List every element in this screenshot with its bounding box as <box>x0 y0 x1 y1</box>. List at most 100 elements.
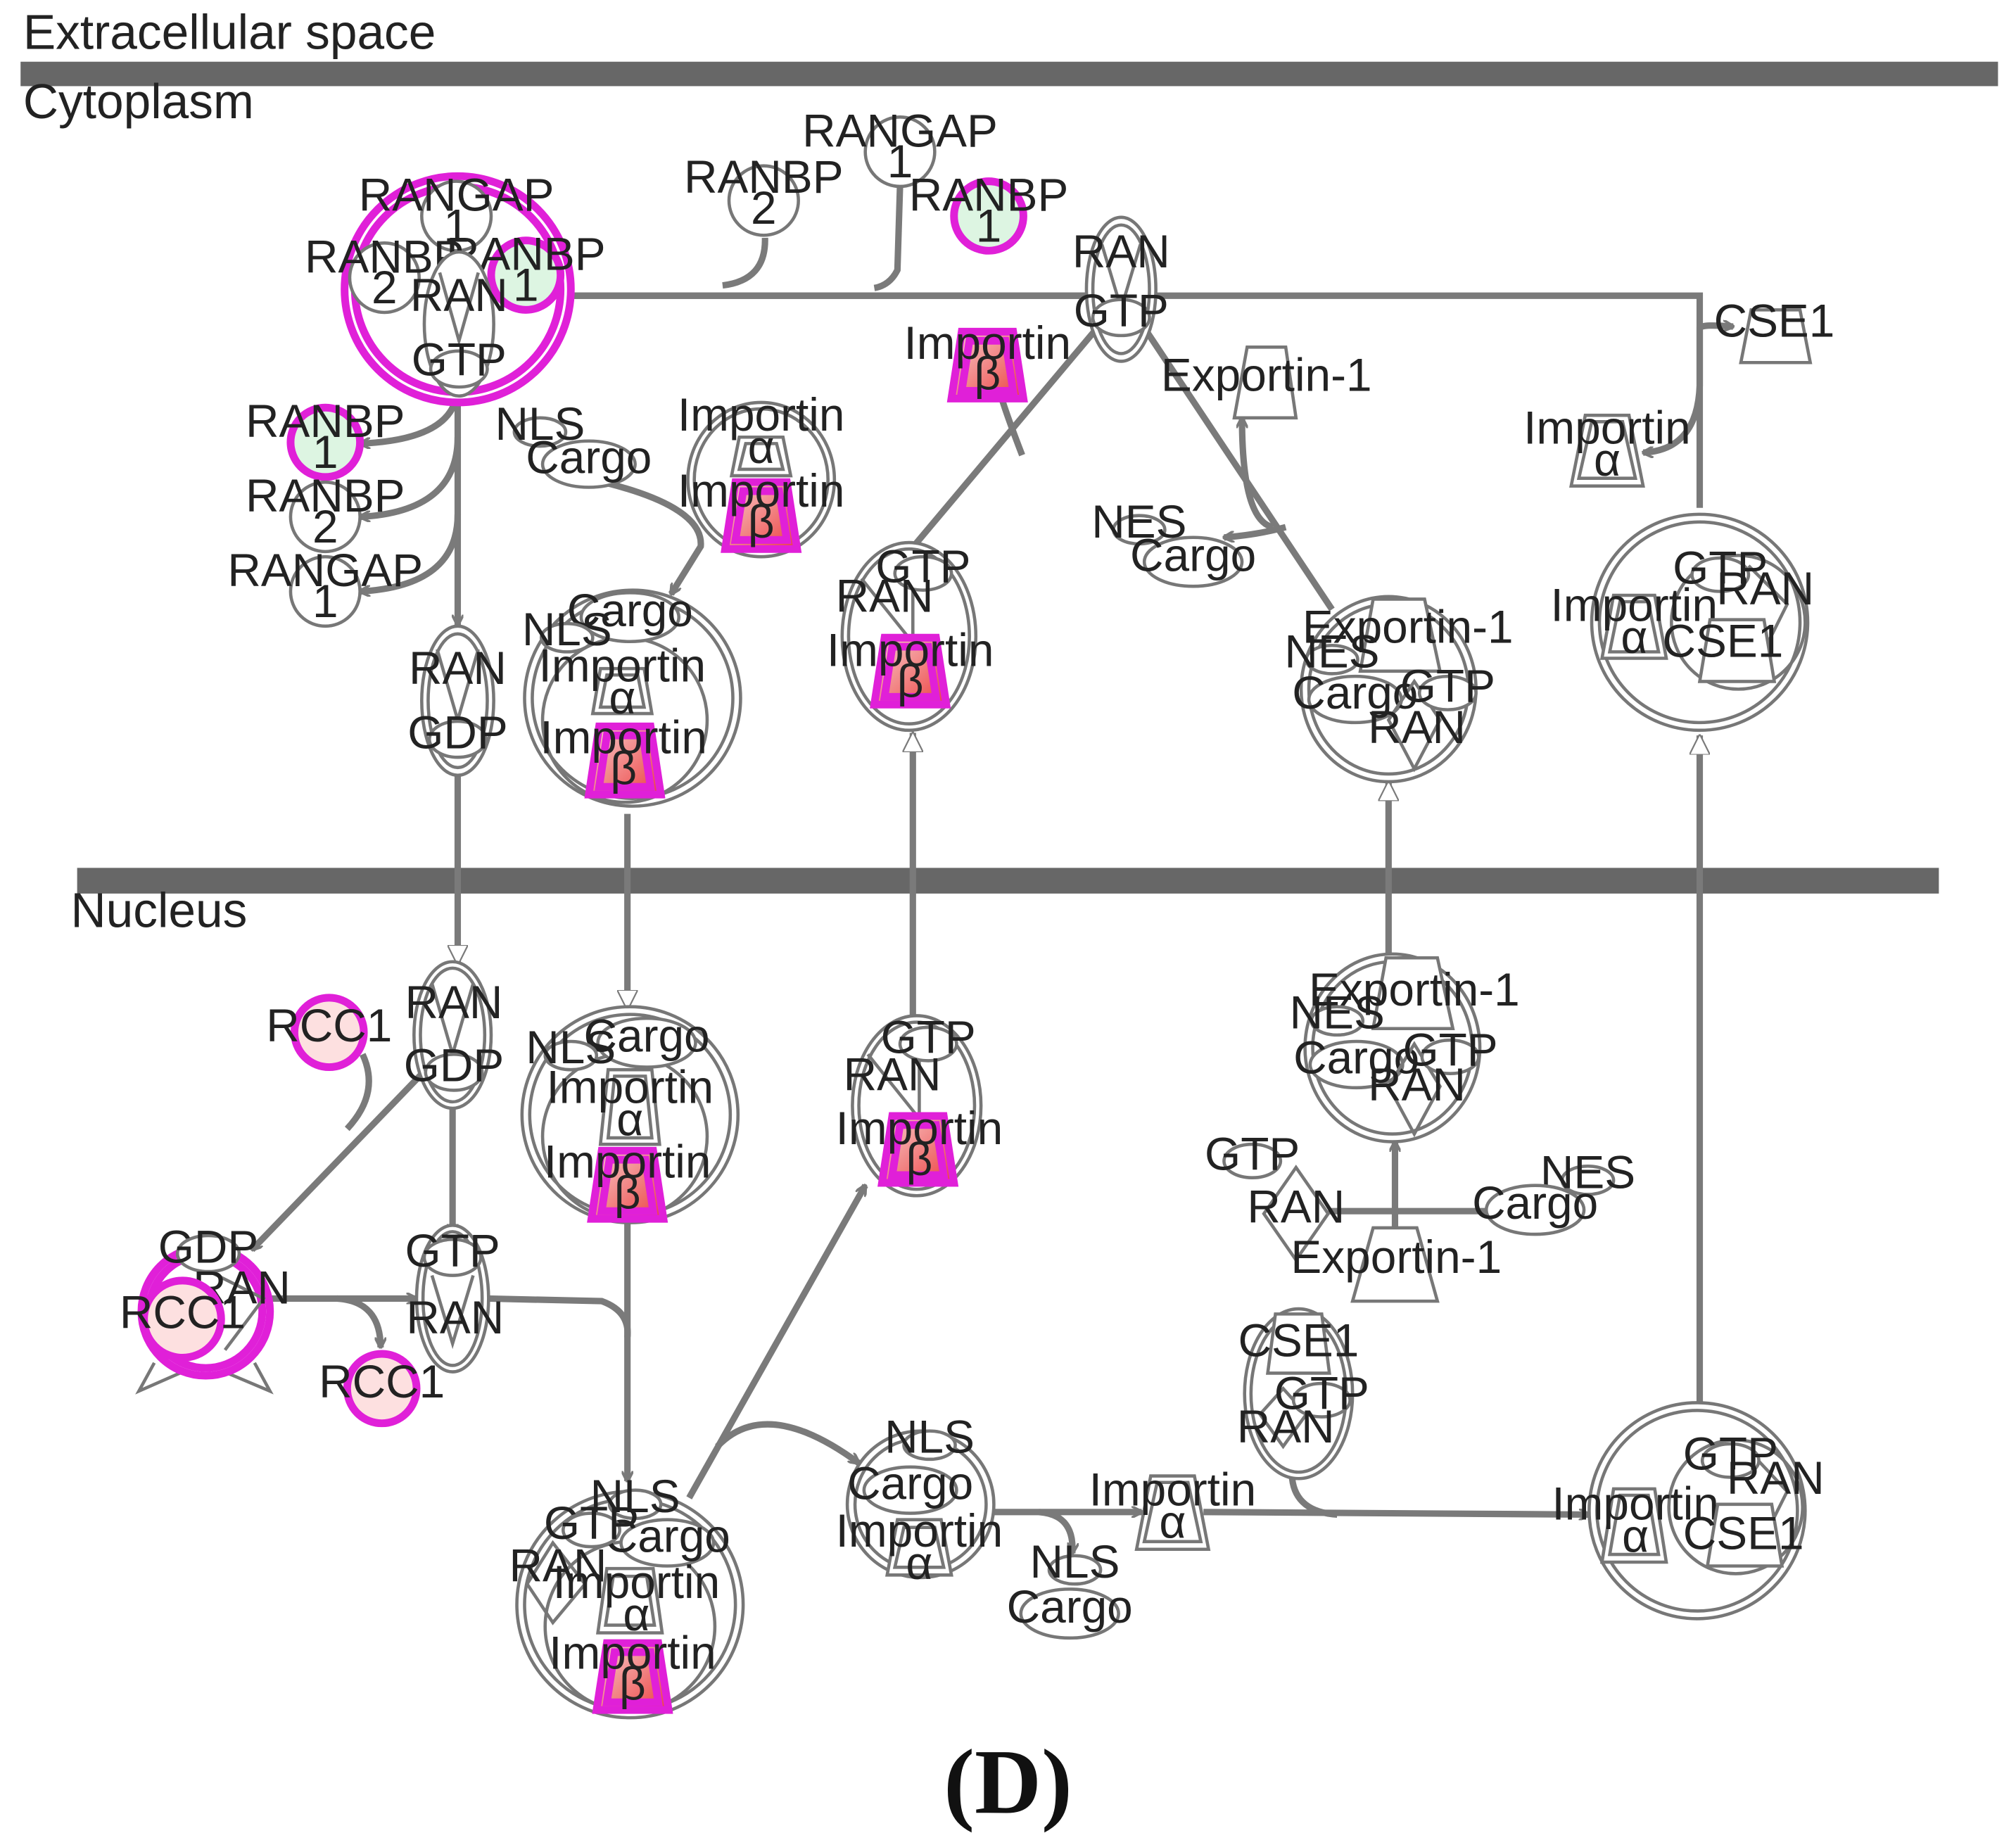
label: β <box>619 1658 646 1710</box>
label: Importin <box>1551 579 1718 631</box>
edge-importin-a-to-cse1-complex <box>1203 1512 1589 1515</box>
label: NLS <box>885 1411 975 1463</box>
ranbp1-node-left[interactable]: RANBP 1 <box>246 395 405 481</box>
label: 1 <box>976 200 1002 252</box>
rcc1-node-bottom[interactable]: RCC1 <box>319 1350 445 1428</box>
edges <box>252 186 1733 1553</box>
edge-cargo-to-import <box>585 475 704 594</box>
nuclear-membrane <box>77 868 1939 894</box>
label: NLS <box>495 398 585 450</box>
label: RAN <box>1727 1452 1825 1504</box>
label: Cargo <box>1007 1580 1133 1632</box>
label: GTP <box>1074 284 1169 336</box>
edge-ranbp2-join <box>722 237 768 289</box>
nls-cargo-node-nuc[interactable]: NLS Cargo <box>1007 1535 1133 1640</box>
ran-gtp-importin-b-complex-cyto[interactable]: GTP RAN Importin β <box>827 540 994 733</box>
importin-a-cargo-complex-nuc[interactable]: NLS Cargo Importin α <box>836 1411 1003 1589</box>
label: GTP <box>875 540 970 592</box>
label: NES <box>1290 987 1385 1039</box>
nes-cargo-node-nuc[interactable]: NES Cargo <box>1472 1146 1635 1236</box>
label: 1 <box>312 575 338 627</box>
edge-rcc1-join <box>344 1053 372 1131</box>
rangap1-node-left[interactable]: RANGAP 1 <box>227 544 423 628</box>
label: GTP <box>544 1497 639 1549</box>
label: Cargo <box>1130 528 1256 581</box>
label: 1 <box>513 259 539 311</box>
edge-cse1-ran-join <box>1288 1478 1338 1518</box>
label: RCC1 <box>266 999 392 1051</box>
label: RAN <box>1072 225 1170 277</box>
label: Cargo <box>526 431 652 483</box>
label: GTP <box>1205 1128 1300 1180</box>
ran-gtp-node-nuc[interactable]: GTP RAN <box>405 1224 505 1374</box>
ranbp2-node[interactable]: RANBP 2 <box>684 151 844 237</box>
ran-gtp-importin-cargo-complex-nuc[interactable]: NLS Cargo GTP RAN Importin α Importin β <box>509 1470 745 1720</box>
cse1-node-cyto[interactable]: CSE1 <box>1714 295 1835 364</box>
label: β <box>610 742 637 794</box>
rangap1-node[interactable]: RANGAP 1 <box>802 104 998 189</box>
label: RAN <box>844 1048 942 1100</box>
label: α <box>1594 433 1621 486</box>
ran-gtp-importin-b-complex-nuc[interactable]: GTP RAN Importin β <box>836 1010 1003 1198</box>
label: CSE1 <box>1238 1314 1359 1367</box>
label: GTP <box>412 334 507 386</box>
label: 2 <box>372 261 398 313</box>
importin-cargo-complex-nuc[interactable]: Cargo NLS Importin α Importin β <box>520 1005 740 1224</box>
exportin-complex-nuc[interactable]: Exportin-1 NES Cargo GTP RAN <box>1290 952 1520 1143</box>
label: CSE1 <box>1683 1507 1804 1559</box>
ranbp2-node-left[interactable]: RANBP 2 <box>246 469 405 554</box>
label: 1 <box>887 135 913 187</box>
label: α <box>623 1588 649 1640</box>
cse1-ran-importin-complex-cyto[interactable]: Importin α GTP RAN CSE1 <box>1551 512 1815 733</box>
label: α <box>609 671 635 723</box>
ranbp-rangap-ran-complex[interactable]: RANGAP 1 RANBP 2 RANBP 1 RAN GTP <box>305 169 606 407</box>
rcc1-ran-gdp-complex[interactable]: GDP RAN RCC1 <box>120 1220 291 1395</box>
edge-to-cse1 <box>1696 326 1734 386</box>
ran-gdp-node-nuc[interactable]: RAN GDP <box>404 960 505 1110</box>
label: RANBP <box>246 469 405 521</box>
rcc1-node-top[interactable]: RCC1 <box>266 994 392 1072</box>
label: NLS <box>526 1021 616 1073</box>
label: Importin <box>544 1136 711 1188</box>
label: GDP <box>407 706 508 758</box>
label: Exportin-1 <box>1161 348 1372 400</box>
exportin1-node-cyto[interactable]: Exportin-1 <box>1161 345 1372 420</box>
label: β <box>974 348 1001 400</box>
importin-cargo-complex-cyto[interactable]: Cargo NLS Importin α Importin β <box>522 584 742 808</box>
label: GTP <box>1683 1427 1778 1479</box>
ran-gtp-node-cyto[interactable]: RAN GTP <box>1072 215 1170 363</box>
label: GTP <box>405 1224 500 1276</box>
label: GTP <box>1274 1367 1369 1419</box>
label: Cargo <box>584 1010 710 1062</box>
label: α <box>1159 1495 1186 1547</box>
label: Importin <box>678 388 845 440</box>
label: α <box>1622 1509 1649 1561</box>
label: Cargo <box>1293 1032 1419 1084</box>
cse1-ran-gtp-node-nuc[interactable]: CSE1 GTP RAN <box>1237 1307 1369 1481</box>
label: RANBP <box>246 395 405 447</box>
label: Importin <box>836 1102 1003 1154</box>
nls-cargo-node-cyto[interactable]: NLS Cargo <box>495 398 652 489</box>
label: α <box>1621 611 1647 663</box>
importin-b-node-cyto[interactable]: Importin β <box>904 317 1071 402</box>
exportin1-node-nuc[interactable]: Exportin-1 <box>1291 1226 1502 1303</box>
label: RAN <box>410 269 508 321</box>
label: Importin <box>547 1061 714 1113</box>
plasma-membrane <box>20 61 1998 87</box>
importin-a-node-cyto[interactable]: Importin α <box>1523 401 1691 488</box>
importin-ab-complex-cyto[interactable]: Importin α Importin β <box>678 388 845 559</box>
ranbp1-node-top[interactable]: RANBP 1 <box>909 169 1069 255</box>
cse1-ran-importin-complex-nuc[interactable]: Importin α GTP RAN CSE1 <box>1552 1401 1825 1621</box>
label: NLS <box>522 603 612 655</box>
exportin-complex-cyto[interactable]: Exportin-1 NES Cargo GTP RAN <box>1284 595 1514 784</box>
ran-gtp-node-free[interactable]: GTP RAN <box>1205 1128 1345 1263</box>
nes-cargo-node-cyto[interactable]: NES Cargo <box>1091 495 1256 588</box>
label: 2 <box>312 500 338 552</box>
edge-to-nes-cargo-cyto <box>1224 524 1287 538</box>
label: Cargo <box>1472 1177 1598 1229</box>
ran-gdp-node-cyto[interactable]: RAN GDP <box>407 624 508 778</box>
importin-a-node-nuc[interactable]: Importin α <box>1089 1464 1257 1552</box>
label: RANBP <box>684 151 844 203</box>
label: Importin <box>540 711 707 763</box>
